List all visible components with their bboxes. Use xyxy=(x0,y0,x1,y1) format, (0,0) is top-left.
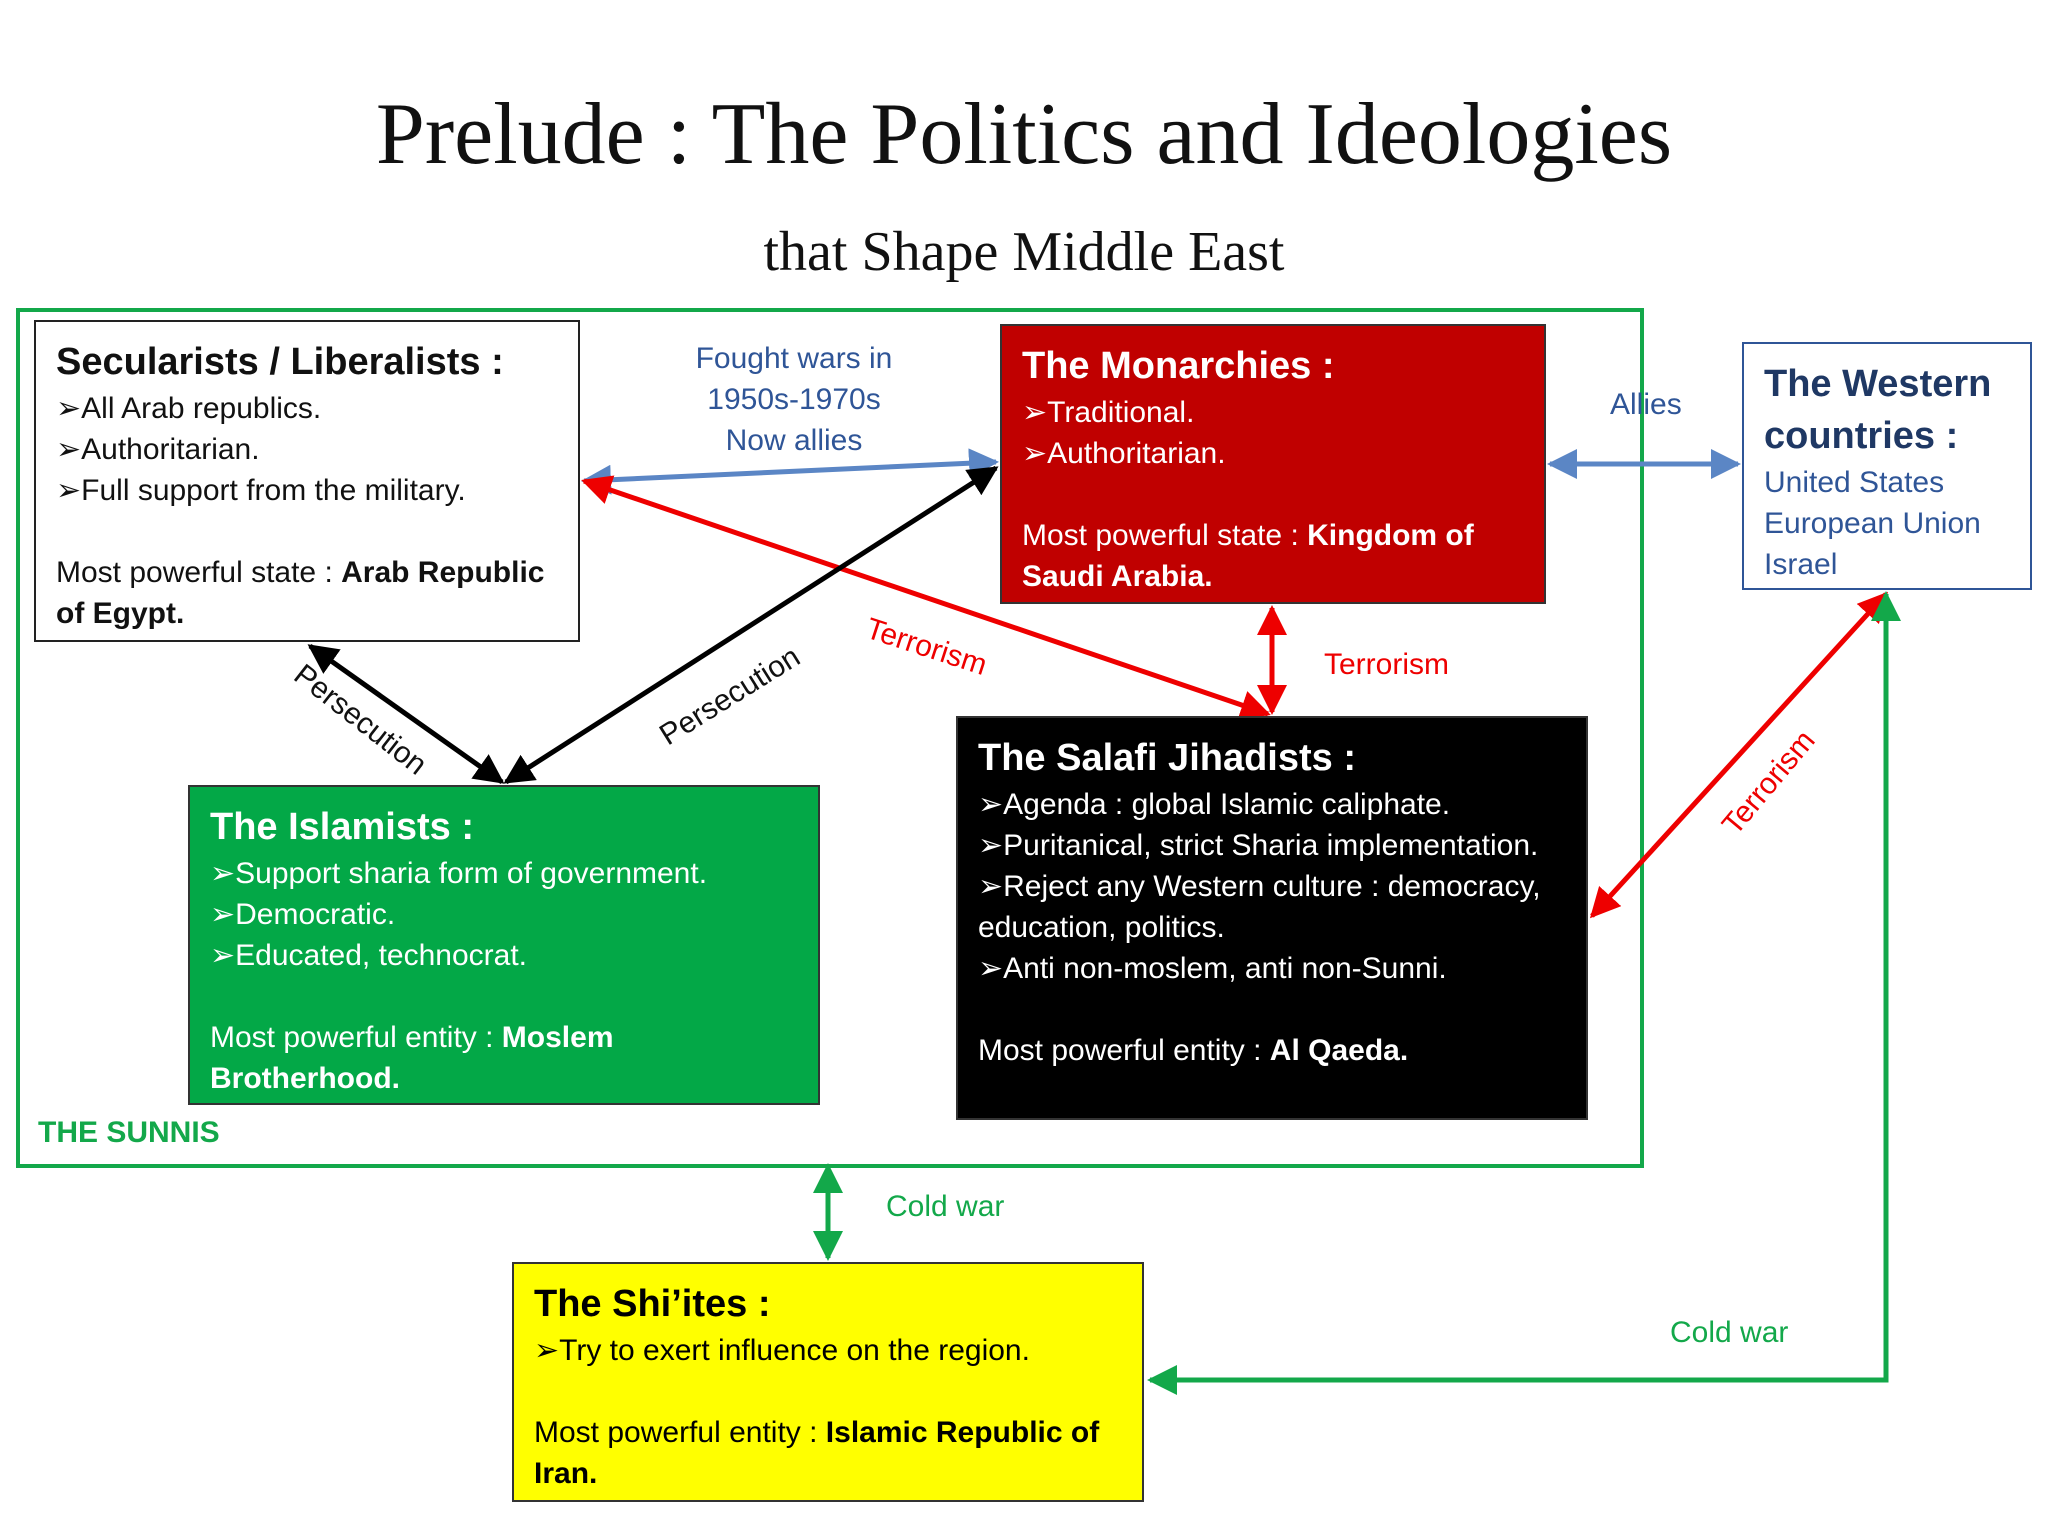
label-terrorism-monarchy-salafi: Terrorism xyxy=(1324,648,1449,681)
label-cold-war-sunnis-shiites: Cold war xyxy=(886,1190,1005,1223)
shiites-box: The Shi’ites : Try to exert influence on… xyxy=(512,1262,1144,1502)
secularists-bullet-3: Full support from the military. xyxy=(56,470,558,511)
shiites-powerful-entity: Most powerful entity : Islamic Republic … xyxy=(534,1416,1100,1490)
monarchies-heading: The Monarchies : xyxy=(1022,345,1335,387)
islamists-bullet-1: Support sharia form of government. xyxy=(210,853,798,894)
label-fought-wars-line3: Now allies xyxy=(725,424,863,457)
salafi-bullet-2: Puritanical, strict Sharia implementatio… xyxy=(978,825,1566,866)
salafi-heading: The Salafi Jihadists : xyxy=(978,737,1356,779)
label-fought-wars-line2: 1950s-1970s xyxy=(707,383,881,416)
sunnis-label: THE SUNNIS xyxy=(38,1116,220,1149)
arrow-monarchy-islamist xyxy=(503,465,999,785)
secularists-box: Secularists / Liberalists : All Arab rep… xyxy=(34,320,580,642)
islamists-bullet-3: Educated, technocrat. xyxy=(210,935,798,976)
monarchies-box: The Monarchies : Traditional. Authoritar… xyxy=(1000,324,1546,604)
page-title: Prelude : The Politics and Ideologies xyxy=(375,86,1673,183)
arrow-western-salafi xyxy=(1589,591,1889,919)
shiites-bullet-1: Try to exert influence on the region. xyxy=(534,1330,1122,1371)
monarchies-powerful-state: Most powerful state : Kingdom of Saudi A… xyxy=(1022,519,1474,593)
label-allies: Allies xyxy=(1610,388,1682,421)
islamists-bullet-2: Democratic. xyxy=(210,894,798,935)
monarchies-bullet-1: Traditional. xyxy=(1022,392,1524,433)
western-line-3: Israel xyxy=(1764,548,1838,581)
salafi-box: The Salafi Jihadists : Agenda : global I… xyxy=(956,716,1588,1120)
arrow-secular-islamist xyxy=(307,643,505,785)
salafi-bullet-4: Anti non-moslem, anti non-Sunni. xyxy=(978,948,1566,989)
page-subtitle: that Shape Middle East xyxy=(763,221,1285,283)
western-heading: The Western countries : xyxy=(1764,363,1992,457)
western-line-1: United States xyxy=(1764,466,1945,499)
western-box: The Western countries : United States Eu… xyxy=(1742,342,2032,590)
label-fought-wars: Fought wars in 1950s-1970s Now allies xyxy=(672,338,916,461)
arrow-secular-monarchy xyxy=(581,448,999,495)
shiites-heading: The Shi’ites : xyxy=(534,1283,771,1325)
secularists-powerful-state: Most powerful state : Arab Republic of E… xyxy=(56,556,545,630)
salafi-powerful-entity: Most powerful entity : Al Qaeda. xyxy=(978,1034,1409,1067)
label-fought-wars-line1: Fought wars in xyxy=(695,342,893,375)
salafi-bullet-1: Agenda : global Islamic caliphate. xyxy=(978,784,1566,825)
salafi-bullet-3: Reject any Western culture : democracy, … xyxy=(978,866,1566,948)
secularists-bullet-1: All Arab republics. xyxy=(56,388,558,429)
islamists-box: The Islamists : Support sharia form of g… xyxy=(188,785,820,1105)
monarchies-bullet-2: Authoritarian. xyxy=(1022,433,1524,474)
label-cold-war-western-shiites: Cold war xyxy=(1670,1316,1789,1349)
secularists-heading: Secularists / Liberalists : xyxy=(56,341,504,383)
secularists-bullet-2: Authoritarian. xyxy=(56,429,558,470)
arrow-western-shiites xyxy=(1147,591,1901,1395)
western-line-2: European Union xyxy=(1764,507,1981,540)
islamists-powerful-entity: Most powerful entity : Moslem Brotherhoo… xyxy=(210,1021,614,1095)
islamists-heading: The Islamists : xyxy=(210,806,474,848)
